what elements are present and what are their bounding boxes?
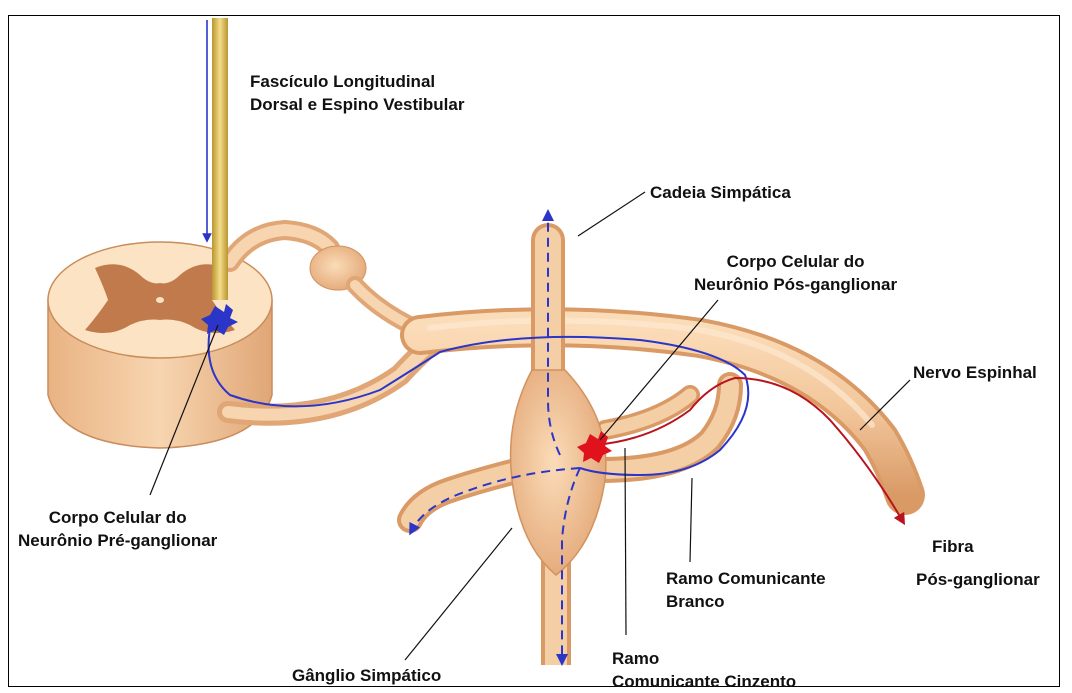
label-ramo-branco: Ramo Comunicante Branco [666,567,826,613]
label-cadeia-simpatica: Cadeia Simpática [650,181,791,204]
label-fasciculo: Fascículo Longitudinal Dorsal e Espino V… [250,70,464,116]
label-corpo-pre-ganglionar: Corpo Celular do Neurônio Pré-ganglionar [18,506,217,552]
label-nervo-espinhal: Nervo Espinhal [913,361,1037,384]
label-ramo-cinzento: Ramo Comunicante Cinzento [612,647,796,693]
descending-tract [212,18,228,300]
label-fibra-pos-ganglionar: Fibra Pós-ganglionar [916,530,1040,596]
label-ganglio-simpatico: Gânglio Simpático [292,664,441,687]
leader-cadeia [578,192,645,236]
leader-ramo-branco [690,478,692,562]
label-corpo-pos-ganglionar: Corpo Celular do Neurônio Pós-ganglionar [694,250,897,296]
leader-ganglio [405,528,512,660]
sympathetic-ganglion [511,370,606,575]
